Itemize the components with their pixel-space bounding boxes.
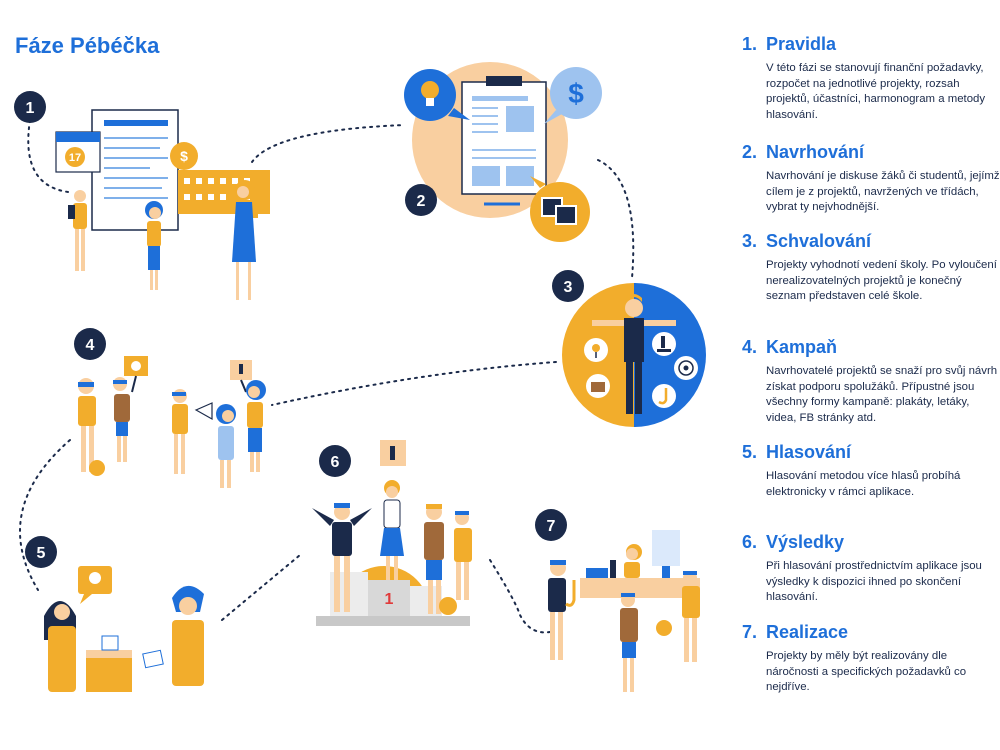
step-4: 4. Kampaň Navrhovatelé projektů se snaží … xyxy=(742,337,1000,426)
step-marker-6: 6 xyxy=(319,445,351,477)
step-title: Navrhování xyxy=(766,142,865,162)
step-description: Navrhovatelé projektů se snaží pro svůj … xyxy=(766,365,998,424)
step-title: Hlasování xyxy=(766,442,852,462)
dotted-path xyxy=(489,559,551,634)
step-number: 5. xyxy=(742,442,758,462)
person-athlete xyxy=(682,571,700,662)
scene-implementation xyxy=(548,530,700,692)
person-teacher xyxy=(232,180,258,300)
illustration: 17 $ xyxy=(14,62,706,692)
marker-label: 7 xyxy=(547,518,556,535)
step-number: 1. xyxy=(742,34,758,54)
person-researcher xyxy=(624,544,642,578)
step-number: 2. xyxy=(742,142,758,162)
step-marker-1: 1 xyxy=(14,91,46,123)
calendar-icon: 17 xyxy=(55,131,101,173)
person-winner-right xyxy=(424,504,444,614)
scene-campaign xyxy=(78,356,266,488)
saxophone-icon xyxy=(652,384,676,408)
dollar-bag-icon: $ xyxy=(170,142,198,170)
lightbulb-icon xyxy=(404,69,470,121)
dollar-icon: $ xyxy=(544,67,602,124)
step-number: 4. xyxy=(742,337,758,357)
step-number: 6. xyxy=(742,532,758,552)
person-sign-holder-2 xyxy=(230,360,266,472)
flower-icon xyxy=(584,338,608,362)
person-student xyxy=(620,593,672,692)
photo-icon xyxy=(530,176,590,242)
marker-label: 3 xyxy=(564,279,573,296)
marker-label: 6 xyxy=(331,454,340,471)
step-7: 7. Realizace Projekty by měly být realizo… xyxy=(742,622,1000,696)
scene-voting xyxy=(44,566,204,692)
lightbulb-icon xyxy=(78,566,112,604)
step-number: 3. xyxy=(742,231,758,251)
step-number: 7. xyxy=(742,622,758,642)
dotted-path xyxy=(19,439,71,591)
dotted-path xyxy=(271,361,557,406)
person-sign-holder xyxy=(113,356,148,462)
person-winner-center xyxy=(380,480,404,580)
person-voter-boy xyxy=(172,585,204,686)
person-musician xyxy=(548,560,576,660)
person-winner-far-right xyxy=(454,511,472,600)
step-marker-2: 2 xyxy=(405,184,437,216)
step-3: 3. Schvalování Projekty vyhodnotí vedení … xyxy=(742,231,1000,305)
marker-label: 4 xyxy=(86,337,95,354)
marker-label: 5 xyxy=(37,545,46,562)
step-title: Schvalování xyxy=(766,231,872,251)
marker-label: 2 xyxy=(417,193,426,210)
ballot-paper xyxy=(142,649,164,669)
step-title: Výsledky xyxy=(766,532,845,552)
step-description: Navrhování je diskuse žáků či studentů, … xyxy=(766,170,1000,213)
microscope-icon xyxy=(652,332,676,356)
step-title: Pravidla xyxy=(766,34,837,54)
step-5: 5. Hlasování Hlasování metodou více hlasů… xyxy=(742,442,1000,500)
person-voter-girl xyxy=(44,601,76,692)
briefcase-icon xyxy=(586,374,610,398)
marker-label: 1 xyxy=(26,100,35,117)
step-marker-4: 4 xyxy=(74,328,106,360)
person-winner-left xyxy=(312,503,372,612)
person-megaphone xyxy=(172,389,213,474)
svg-text:$: $ xyxy=(568,78,584,109)
step-title: Kampaň xyxy=(766,337,838,357)
person-girl xyxy=(145,201,163,290)
step-marker-7: 7 xyxy=(535,509,567,541)
person-child xyxy=(68,190,87,271)
person-girl-blue xyxy=(216,404,236,488)
person-boy xyxy=(78,378,105,476)
dotted-path xyxy=(27,119,69,193)
podium-place: 1 xyxy=(385,591,394,608)
step-marker-3: 3 xyxy=(552,270,584,302)
dotted-path xyxy=(251,124,406,163)
scene-results: 1 xyxy=(312,440,472,626)
football-icon xyxy=(674,356,698,380)
step-description: Projekty by měly být realizovány dle nár… xyxy=(766,650,967,693)
step-description: Projekty vyhodnotí vedení školy. Po vylo… xyxy=(766,259,997,302)
scene-rules: 17 $ xyxy=(55,109,270,300)
svg-text:$: $ xyxy=(180,148,188,164)
scene-proposal: $ xyxy=(404,62,602,242)
step-description: Hlasování metodou více hlasů probíhá ele… xyxy=(766,470,961,498)
dotted-path xyxy=(597,159,635,279)
ballot-box xyxy=(86,635,132,692)
step-description: V této fázi se stanovují finanční požada… xyxy=(766,62,986,121)
step-marker-5: 5 xyxy=(25,536,57,568)
step-1: 1. Pravidla V této fázi se stanovují fina… xyxy=(742,34,1000,123)
step-6: 6. Výsledky Při hlasování prostřednictvím… xyxy=(742,532,1000,606)
step-2: 2. Navrhování Navrhování je diskuse žáků … xyxy=(742,142,1000,216)
dotted-path xyxy=(221,554,301,621)
page-title: Fáze Pébéčka xyxy=(15,33,160,58)
scene-approval xyxy=(562,283,706,427)
calendar-day: 17 xyxy=(69,152,81,164)
step-title: Realizace xyxy=(766,622,849,642)
step-description: Při hlasování prostřednictvím aplikace j… xyxy=(766,560,982,603)
